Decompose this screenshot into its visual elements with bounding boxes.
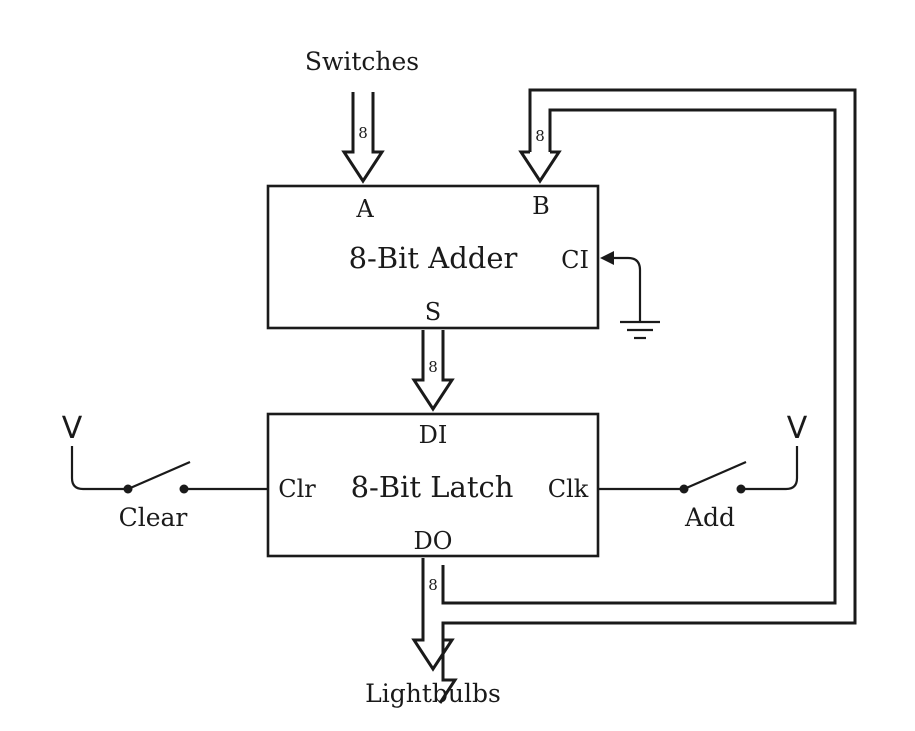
latch-clear-pin-label: Clr: [278, 475, 316, 503]
adder-title: 8-Bit Adder: [349, 241, 518, 275]
output-bus-arrow: [411, 558, 455, 672]
switches-bus-width: 8: [358, 124, 368, 142]
sum-bus-arrow: [411, 330, 455, 412]
switches-label: Switches: [305, 47, 419, 76]
adder-sum-label: S: [425, 298, 441, 326]
adder-input-b-label: B: [532, 192, 550, 220]
latch-data-out-label: DO: [414, 527, 453, 555]
clear-switch-lever: [127, 460, 191, 491]
voltage-left-label: V: [62, 411, 83, 446]
latch-clock-pin-label: Clk: [548, 475, 589, 503]
ground-icon: [620, 320, 660, 340]
add-switch-wire-right: [741, 446, 799, 491]
output-bus-width: 8: [428, 576, 438, 594]
latch-box: [266, 412, 600, 558]
sum-bus-width: 8: [428, 358, 438, 376]
clear-switch-wire-left: [70, 446, 128, 491]
latch-data-in-label: DI: [419, 421, 448, 449]
carry-in-wire: [610, 256, 642, 322]
feedback-bus-outer: [438, 88, 857, 704]
clear-switch-label: Clear: [119, 503, 188, 532]
lightbulbs-label: Lightbulbs: [365, 679, 501, 708]
adder-box: [266, 184, 600, 330]
add-switch-label: Add: [684, 503, 735, 532]
feedback-bus-width: 8: [535, 127, 545, 145]
add-switch-lever: [683, 460, 747, 491]
feedback-bus-inner: [441, 108, 837, 605]
adder-input-a-label: A: [355, 195, 374, 223]
adder-carry-in-label: CI: [561, 246, 589, 274]
switches-bus-arrow: [341, 92, 385, 184]
carry-in-arrowhead: [600, 251, 614, 265]
latch-title: 8-Bit Latch: [351, 470, 514, 504]
feedback-bus-arrowhead: [518, 150, 562, 184]
voltage-right-label: V: [787, 411, 808, 446]
